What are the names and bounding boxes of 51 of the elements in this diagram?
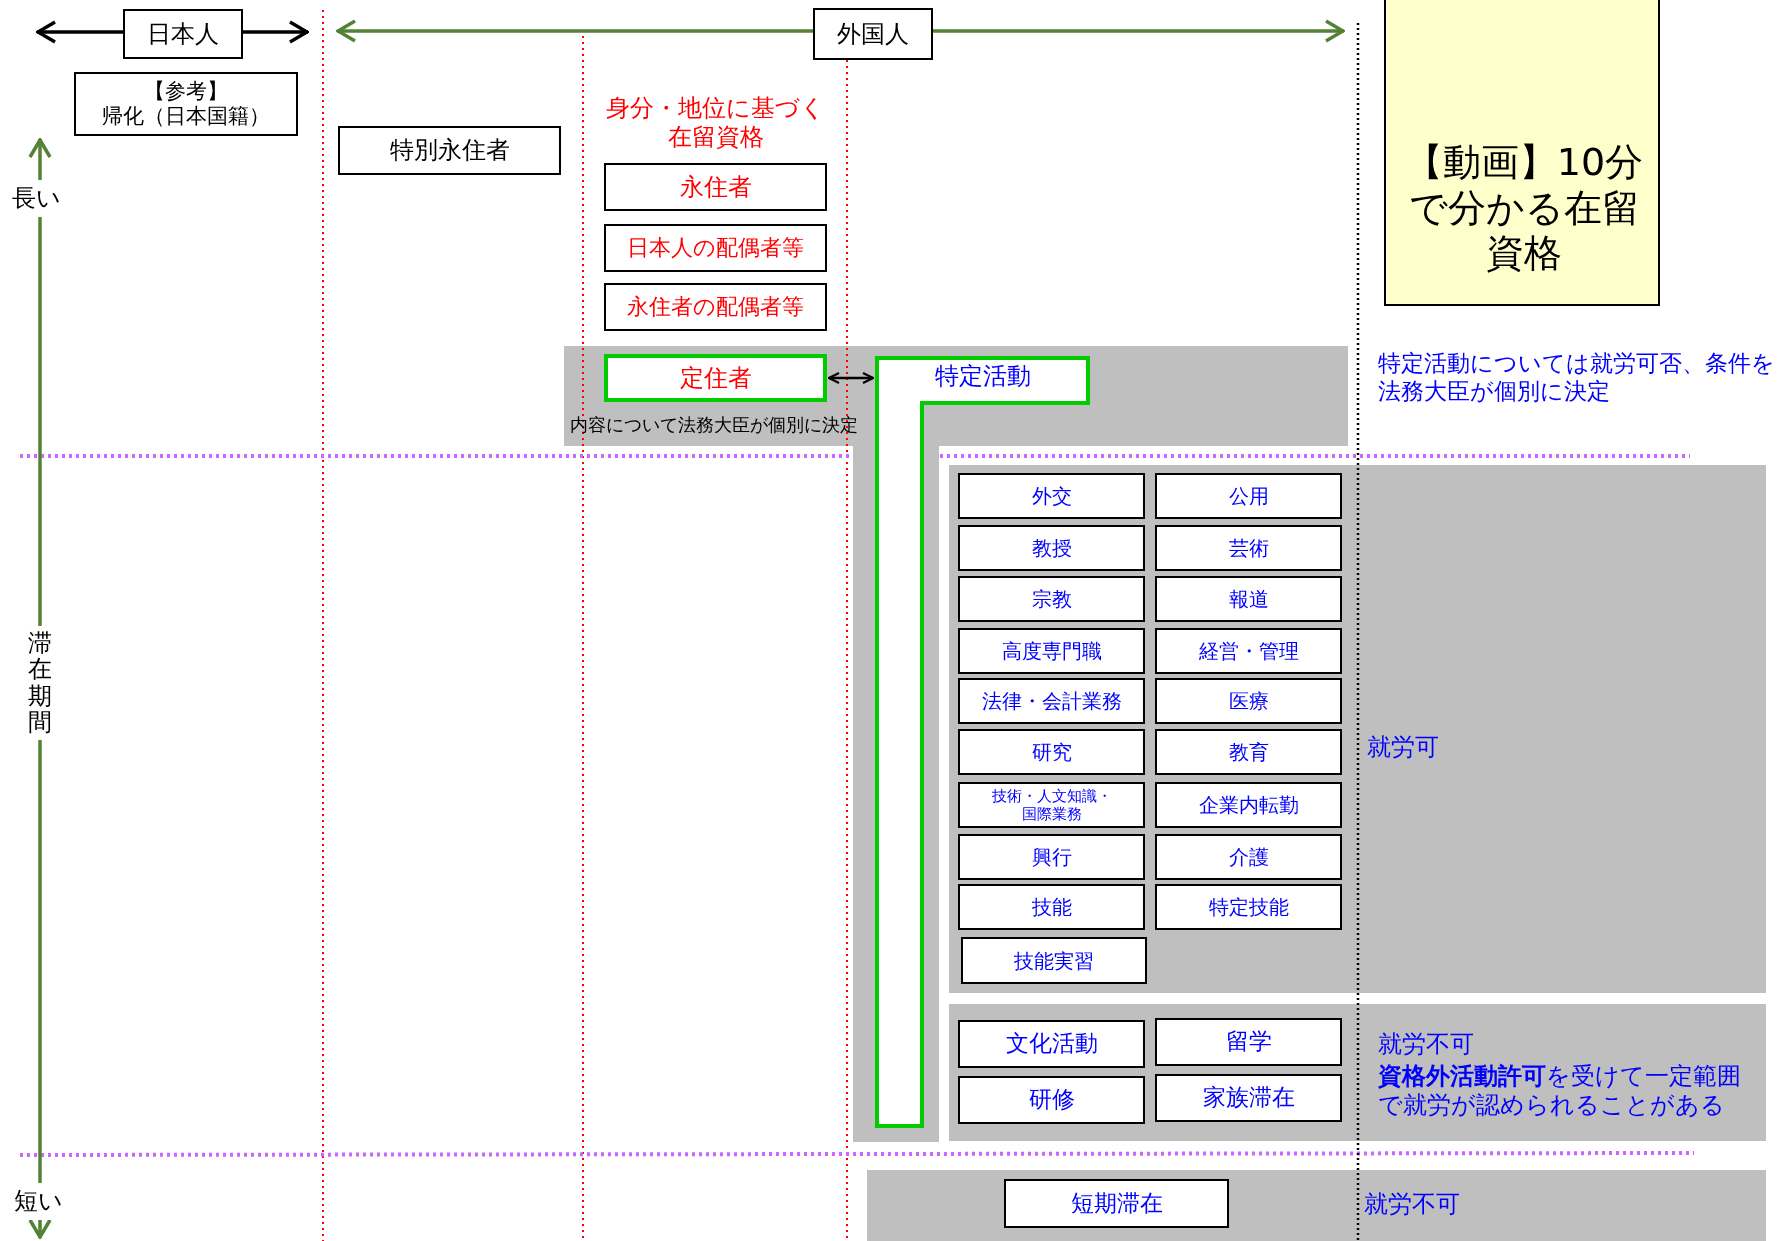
box-heading: 就労不可 bbox=[1378, 1030, 1475, 1059]
status-box: 企業内転勤 bbox=[1155, 782, 1342, 828]
status-box: 報道 bbox=[1155, 576, 1342, 622]
status-box: 興行 bbox=[958, 834, 1145, 880]
status-box: 永住者の配偶者等 bbox=[604, 283, 827, 331]
box-heading: 就労不可 bbox=[1364, 1190, 1461, 1219]
status-box: 高度専門職 bbox=[958, 628, 1145, 674]
box-heading: 【参考】 bbox=[144, 78, 228, 104]
axis-title: 滞在期間 bbox=[27, 626, 53, 740]
box-heading: 就労可 bbox=[1367, 733, 1440, 762]
box-text: 資格外活動許可を受けて一定範囲で就労が認められることがある bbox=[1378, 1062, 1742, 1120]
status-box: 研究 bbox=[958, 729, 1145, 775]
status-box: 技能 bbox=[958, 884, 1145, 930]
axis-label: 短い bbox=[14, 1183, 63, 1220]
status-box: 留学 bbox=[1155, 1018, 1342, 1066]
status-box: 文化活動 bbox=[958, 1020, 1145, 1068]
status-box: 家族滞在 bbox=[1155, 1074, 1342, 1122]
note-box bbox=[74, 72, 298, 136]
box-heading: 特定活動 bbox=[934, 362, 1031, 391]
status-box: 永住者 bbox=[604, 163, 827, 211]
status-box: 日本人の配偶者等 bbox=[604, 224, 827, 272]
note-text: 特定活動については就労可否、条件を法務大臣が個別に決定 bbox=[1378, 350, 1776, 406]
status-box: 経営・管理 bbox=[1155, 628, 1342, 674]
status-box: 技術・人文知識・国際業務 bbox=[958, 782, 1145, 828]
shaded-band bbox=[867, 1170, 1766, 1241]
video-card bbox=[1384, 0, 1660, 306]
status-box: 特定技能 bbox=[1155, 884, 1342, 930]
axis-label: 長い bbox=[12, 180, 61, 217]
heading-text: 身分・地位に基づく在留資格 bbox=[605, 94, 826, 152]
status-box: 特別永住者 bbox=[338, 126, 561, 175]
double-arrow bbox=[827, 371, 875, 385]
status-box: 日本人 bbox=[123, 9, 243, 59]
status-box: 外交 bbox=[958, 473, 1145, 519]
shaded-band bbox=[949, 465, 1766, 993]
status-box: 技能実習 bbox=[961, 937, 1147, 984]
status-box: 研修 bbox=[958, 1076, 1145, 1124]
box-heading: 【動画】10分で分かる在留資格 bbox=[1403, 140, 1645, 277]
status-box: 医療 bbox=[1155, 678, 1342, 724]
shaded-band bbox=[949, 1004, 1766, 1141]
status-box: 教育 bbox=[1155, 729, 1342, 775]
box-caption: 内容について法務大臣が個別に決定 bbox=[570, 414, 858, 436]
status-box: 公用 bbox=[1155, 473, 1342, 519]
status-box: 芸術 bbox=[1155, 525, 1342, 571]
status-box: 短期滞在 bbox=[1004, 1179, 1229, 1228]
status-box: 教授 bbox=[958, 525, 1145, 571]
box-text: 帰化（日本国籍） bbox=[102, 104, 270, 130]
status-box: 宗教 bbox=[958, 576, 1145, 622]
status-box: 定住者 bbox=[604, 354, 827, 402]
status-box: 法律・会計業務 bbox=[958, 678, 1145, 724]
status-box: 外国人 bbox=[813, 8, 933, 60]
status-box: 介護 bbox=[1155, 834, 1342, 880]
